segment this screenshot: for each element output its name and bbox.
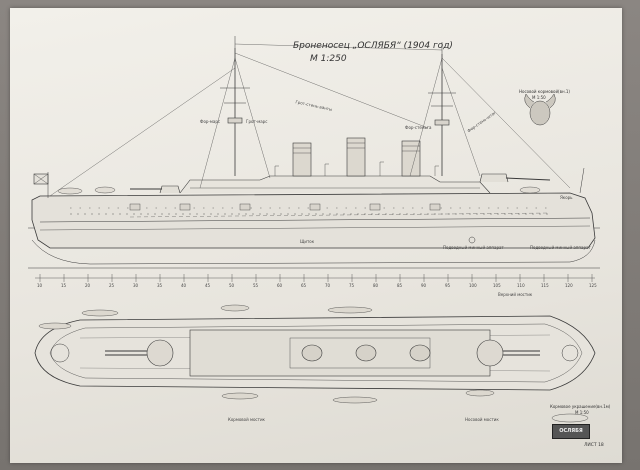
ship-drawing — [28, 36, 600, 423]
frame-scale-label: 75 — [349, 283, 355, 288]
frame-scale-label: 40 — [181, 283, 187, 288]
frame-scale-label: 30 — [133, 283, 139, 288]
frame-scale-label: 110 — [517, 283, 525, 288]
frame-scale-label: 55 — [253, 283, 259, 288]
crest-caption: Носовой кормовой(вн.1) — [519, 89, 570, 94]
label-anchor: Якорь — [560, 195, 573, 200]
frame-scale-label: 120 — [565, 283, 573, 288]
label-upper-bridge: Верхний мостик — [498, 292, 533, 297]
frame-scale-label: 15 — [61, 283, 67, 288]
frame-scale-label: 50 — [229, 283, 235, 288]
frame-scale-label: 70 — [325, 283, 331, 288]
frame-scale-label: 90 — [421, 283, 427, 288]
nameplate-text: ОСЛЯБЯ — [559, 428, 583, 434]
drawing-scale: М 1:250 — [310, 54, 347, 64]
drawing-title: Броненосец „ОСЛЯБЯ“ (1904 год) — [293, 41, 453, 51]
frame-scale-label: 25 — [109, 283, 115, 288]
label-shield: Щиток — [300, 239, 315, 244]
label-underwater-2: Подводный минный аппарат — [530, 245, 591, 250]
frame-scale-label: 105 — [493, 283, 501, 288]
frame-scale-label: 95 — [445, 283, 451, 288]
frame-scale-label: 20 — [85, 283, 91, 288]
label-fore-top: Фор-марс — [200, 119, 221, 124]
sheet-number: ЛИСТ 18 — [584, 443, 604, 448]
label-main-top: Грот-марс — [246, 119, 268, 124]
frame-scale-label: 45 — [205, 283, 211, 288]
frame-scale-label: 85 — [397, 283, 403, 288]
frame-scale-label: 65 — [301, 283, 307, 288]
frame-scale-label: 10 — [37, 283, 43, 288]
stern-arms-scale: М 1:50 — [575, 410, 589, 415]
crest-scale: М 1:50 — [532, 95, 546, 100]
label-underwater-1: Подводный минный аппарат — [443, 245, 504, 250]
frame-scale-label: 80 — [373, 283, 379, 288]
label-fore-topmast: Фор-стеньга — [405, 125, 432, 130]
frame-scale-label: 35 — [157, 283, 163, 288]
frame-scale-label: 60 — [277, 283, 283, 288]
frame-scale-label: 125 — [589, 283, 597, 288]
label-aft-bridge: Кормовой мостик — [228, 417, 265, 422]
frame-scale-label: 115 — [541, 283, 549, 288]
frame-scale-label: 100 — [469, 283, 477, 288]
stern-arms-caption: Кормовое украшение(вн.1м) — [550, 404, 611, 409]
label-fore-bridge: Носовой мостик — [465, 417, 499, 422]
drawing-sheet: Броненосец „ОСЛЯБЯ“ (1904 год) М 1:250 Н… — [10, 8, 622, 463]
nameplate: ОСЛЯБЯ — [552, 424, 590, 439]
